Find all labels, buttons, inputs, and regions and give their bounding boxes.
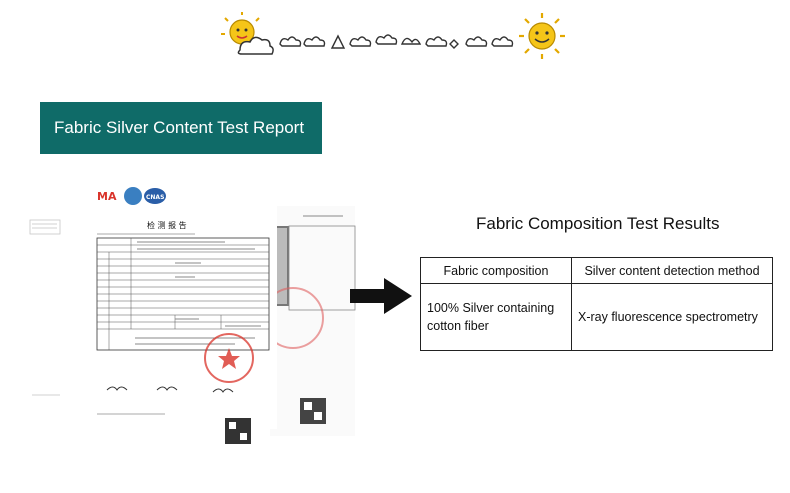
svg-text:CNAS: CNAS [146,194,164,201]
cell-fabric-composition: 100% Silver containing cotton fiber [420,283,572,351]
results-table: Fabric composition Silver content detect… [420,257,773,351]
sun-icon [221,12,260,45]
test-report-scan: MA CNAS 检 测 报 告 [29,184,356,444]
header-detection-method: Silver content detection method [571,257,773,284]
cell-detection-method: X-ray fluorescence spectrometry [571,283,773,351]
svg-text:MA: MA [97,190,117,203]
report-heading: 检 测 报 告 [147,220,187,230]
cloud-icon [237,36,274,55]
report-title-banner: Fabric Silver Content Test Report [40,102,322,154]
header-fabric-composition: Fabric composition [420,257,572,284]
sun-and-clouds-doodle [221,12,565,59]
side-page-left [29,219,61,396]
table-header-row: Fabric composition Silver content detect… [420,257,773,284]
right-arrow-icon [350,278,412,314]
sun-icon [519,13,565,59]
main-report-page: MA CNAS 检 测 报 告 [87,184,277,444]
table-row: 100% Silver containing cotton fiber X-ra… [420,283,773,351]
results-title: Fabric Composition Test Results [476,214,720,233]
